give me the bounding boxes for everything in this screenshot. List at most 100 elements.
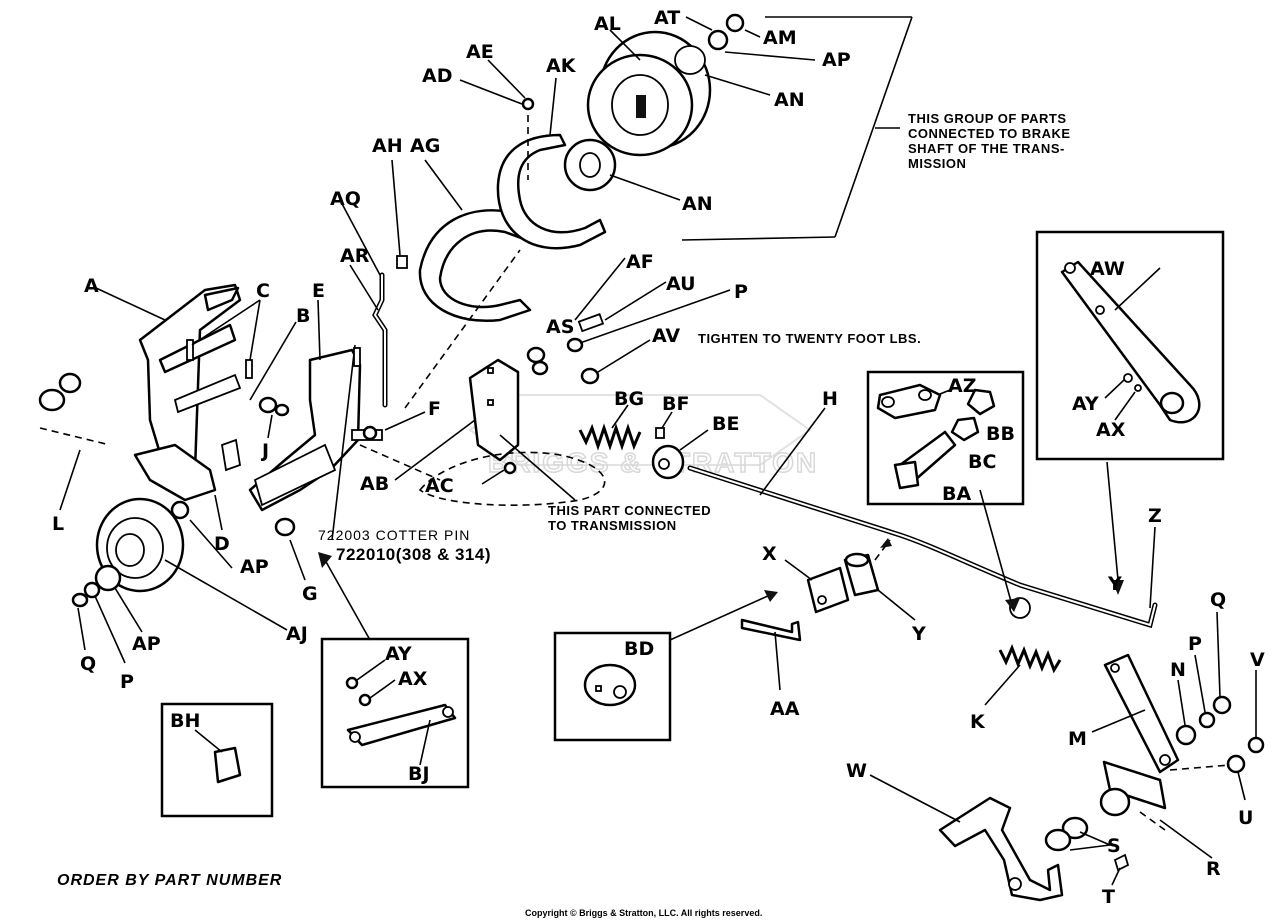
- label-U: U: [1238, 807, 1253, 829]
- nut-ac: [418, 451, 606, 506]
- label-J: J: [260, 440, 269, 462]
- bushings-s: [1044, 816, 1111, 852]
- label-X: X: [762, 543, 777, 565]
- transmission-note-1: THIS PART CONNECTED: [548, 503, 711, 518]
- label-G: G: [302, 583, 318, 605]
- brake-group-note-1: THIS GROUP OF PARTS: [908, 111, 1067, 126]
- l-pin-aa: [740, 618, 802, 691]
- cotter-pin-note: 722003 COTTER PIN: [318, 527, 470, 543]
- label-D: D: [214, 533, 230, 555]
- fasteners-at-am-ap: [685, 13, 816, 96]
- label-V: V: [1250, 649, 1265, 671]
- label-AQ: AQ: [330, 188, 361, 210]
- brake-band-ak: [496, 77, 607, 250]
- label-AY: AY: [1072, 393, 1099, 415]
- rod-aq-ar: [331, 199, 388, 541]
- brake-band-ag: [418, 159, 547, 322]
- label-E: E: [312, 280, 325, 302]
- pedal-lever-w: [869, 774, 1064, 902]
- label-BG: BG: [614, 388, 644, 410]
- label-Y-2: Y: [911, 623, 926, 645]
- label-AA: AA: [770, 698, 800, 720]
- bracket-ab: [394, 358, 576, 501]
- label-AN-2: AN: [682, 193, 713, 215]
- fasteners-npqvu: [1169, 611, 1265, 801]
- label-AX-2: AX: [398, 668, 428, 690]
- label-B: B: [296, 305, 310, 327]
- pulley-aj: [71, 497, 288, 664]
- bracket-a: [95, 283, 242, 502]
- label-AM: AM: [763, 27, 797, 49]
- label-AV: AV: [652, 325, 680, 347]
- cotter-pin-alt-note: 722010(308 & 314): [336, 545, 491, 564]
- label-AP: AP: [240, 556, 269, 578]
- label-S: S: [1107, 835, 1121, 857]
- inset-box-bd: [553, 590, 778, 742]
- brake-drum-al: [586, 29, 712, 157]
- nut-g: [274, 517, 306, 581]
- inset-box-az: [866, 370, 1025, 612]
- label-AJ: AJ: [286, 623, 308, 645]
- fasteners-cbdj: [186, 299, 297, 531]
- label-AP-2: AP: [132, 633, 161, 655]
- label-AY-2: AY: [385, 643, 412, 665]
- label-M: M: [1068, 728, 1087, 750]
- label-AD: AD: [422, 65, 452, 87]
- label-AS: AS: [546, 316, 574, 338]
- label-A: A: [84, 275, 99, 297]
- label-AX: AX: [1096, 419, 1126, 441]
- brake-group-note-4: MISSION: [908, 156, 966, 171]
- label-AE: AE: [466, 41, 494, 63]
- label-BD: BD: [624, 638, 654, 660]
- part-labels: A C B E F J L D AP G AJ AP Q P AQ AR AH …: [52, 7, 1265, 908]
- label-AF: AF: [626, 251, 654, 273]
- leader-z: [1149, 526, 1156, 609]
- label-AR: AR: [340, 245, 370, 267]
- label-K: K: [970, 711, 986, 733]
- label-AP-3: AP: [822, 49, 851, 71]
- leader-af: [574, 257, 626, 321]
- collar-be: [651, 429, 709, 480]
- label-AZ: AZ: [948, 375, 976, 397]
- label-BE: BE: [712, 413, 739, 435]
- label-BH: BH: [170, 710, 200, 732]
- label-N: N: [1170, 659, 1186, 681]
- pin-y: [843, 538, 916, 621]
- label-BJ: BJ: [408, 763, 430, 785]
- inset-box-bj: [318, 552, 470, 789]
- label-Q-2: Q: [1210, 589, 1226, 611]
- label-BA: BA: [942, 483, 971, 505]
- label-AL: AL: [594, 13, 621, 35]
- label-R: R: [1206, 858, 1221, 880]
- inset-box-aw: [1035, 230, 1225, 595]
- label-AU: AU: [666, 273, 696, 295]
- pin-f: [351, 411, 426, 441]
- label-AG: AG: [410, 135, 440, 157]
- label-BF: BF: [662, 393, 689, 415]
- screw-t: [1111, 853, 1130, 886]
- torque-note: TIGHTEN TO TWENTY FOOT LBS.: [698, 331, 921, 346]
- label-Z: Z: [1148, 505, 1162, 527]
- label-L: L: [52, 513, 64, 535]
- hub-an: [563, 138, 681, 201]
- label-P-3: P: [1188, 633, 1202, 655]
- brake-group-note-3: SHAFT OF THE TRANS-: [908, 141, 1065, 156]
- label-T: T: [1102, 886, 1115, 908]
- order-note: ORDER BY PART NUMBER: [57, 872, 282, 889]
- bolt-ah: [391, 159, 408, 269]
- label-AB: AB: [360, 473, 389, 495]
- bearing-r: [1099, 760, 1213, 859]
- label-Y: Y: [1107, 573, 1122, 595]
- lever-m: [1091, 653, 1180, 774]
- notes: THIS GROUP OF PARTS CONNECTED TO BRAKE S…: [57, 111, 1070, 918]
- label-Q: Q: [80, 653, 96, 675]
- dashed-link: [359, 444, 441, 481]
- label-AT: AT: [654, 7, 680, 29]
- label-AK: AK: [546, 55, 577, 77]
- spring-bg: [578, 404, 642, 451]
- clevis-x: [784, 559, 850, 614]
- label-BB: BB: [986, 423, 1015, 445]
- label-F: F: [428, 398, 441, 420]
- spring-k: [984, 597, 1062, 706]
